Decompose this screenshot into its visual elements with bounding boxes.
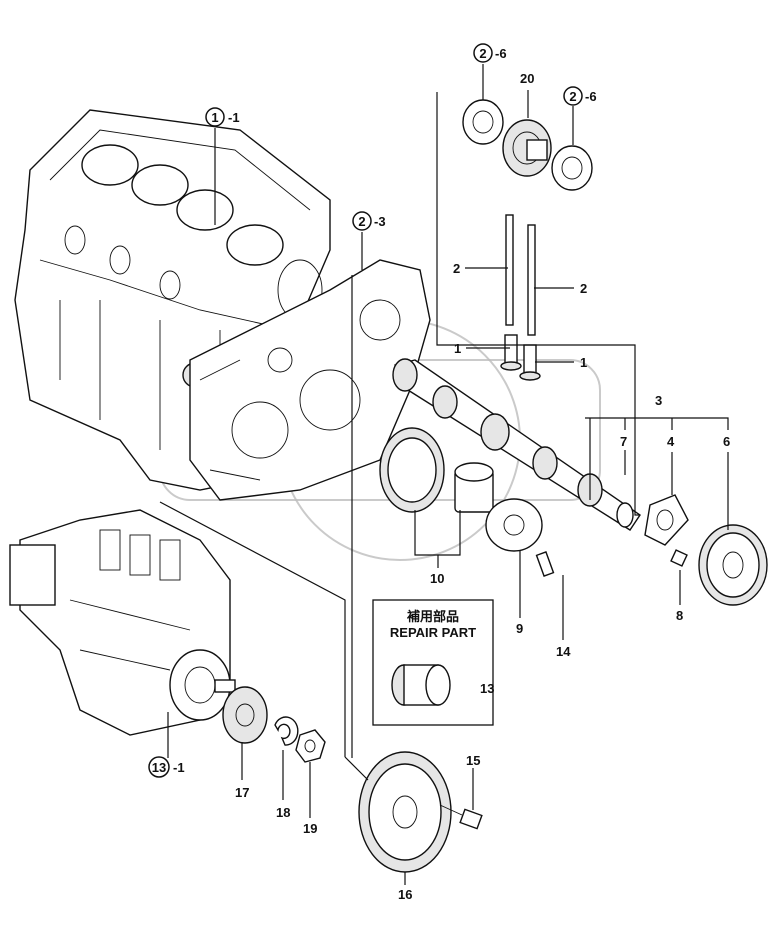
svg-text:2: 2 (569, 89, 576, 104)
callout-15: 15 (466, 753, 480, 768)
fuel-injection-pump (9, 509, 236, 736)
push-rods (500, 214, 541, 381)
reference-badges: 1 -1 2 -6 2 -6 2 -3 13 -1 (148, 43, 597, 778)
repair-part-title-en: REPAIR PART (390, 625, 476, 640)
svg-text:2: 2 (358, 214, 365, 229)
leader-lines (159, 64, 729, 885)
idler-gear (379, 427, 555, 577)
svg-text:-1: -1 (228, 110, 240, 125)
cam-gear (644, 494, 768, 606)
svg-text:2: 2 (479, 46, 486, 61)
callout-20: 20 (520, 71, 534, 86)
callout-9: 9 (516, 621, 523, 636)
ref-badge-2-6-top: 2 -6 (473, 43, 507, 63)
svg-text:-3: -3 (374, 214, 386, 229)
callout-2-left: 2 (453, 261, 460, 276)
svg-text:-1: -1 (173, 760, 185, 775)
callout-3: 3 (655, 393, 662, 408)
callout-8: 8 (676, 608, 683, 623)
callout-2-right: 2 (580, 281, 587, 296)
camshaft (392, 358, 641, 531)
callout-17: 17 (235, 785, 249, 800)
callout-14: 14 (556, 644, 571, 659)
callout-6: 6 (723, 434, 730, 449)
callout-1-right: 1 (580, 355, 587, 370)
callout-7: 7 (620, 434, 627, 449)
svg-text:1: 1 (211, 110, 218, 125)
ref-badge-13-1: 13 -1 (148, 756, 185, 778)
callout-16: 16 (398, 887, 412, 902)
callout-1-left: 1 (454, 341, 461, 356)
repair-part-title-jp: 補用部品 (406, 609, 459, 624)
gear-case (189, 259, 431, 501)
pump-drive-parts (222, 686, 483, 873)
repair-part-box: 補用部品 REPAIR PART 13 (372, 599, 494, 726)
callout-19: 19 (303, 821, 317, 836)
svg-text:13: 13 (152, 760, 166, 775)
callout-4: 4 (667, 434, 675, 449)
callout-13-repair: 13 (480, 681, 494, 696)
idler-gear-assembly (462, 99, 593, 191)
ref-badge-2-3: 2 -3 (352, 211, 386, 231)
svg-text:-6: -6 (585, 89, 597, 104)
svg-text:-6: -6 (495, 46, 507, 61)
ref-badge-2-6-right: 2 -6 (563, 86, 597, 106)
callout-numbers: 20 2 2 1 1 3 7 4 6 8 9 10 14 15 16 17 18… (235, 71, 730, 902)
callout-18: 18 (276, 805, 290, 820)
callout-10: 10 (430, 571, 444, 586)
ref-badge-1-1: 1 -1 (205, 107, 240, 127)
